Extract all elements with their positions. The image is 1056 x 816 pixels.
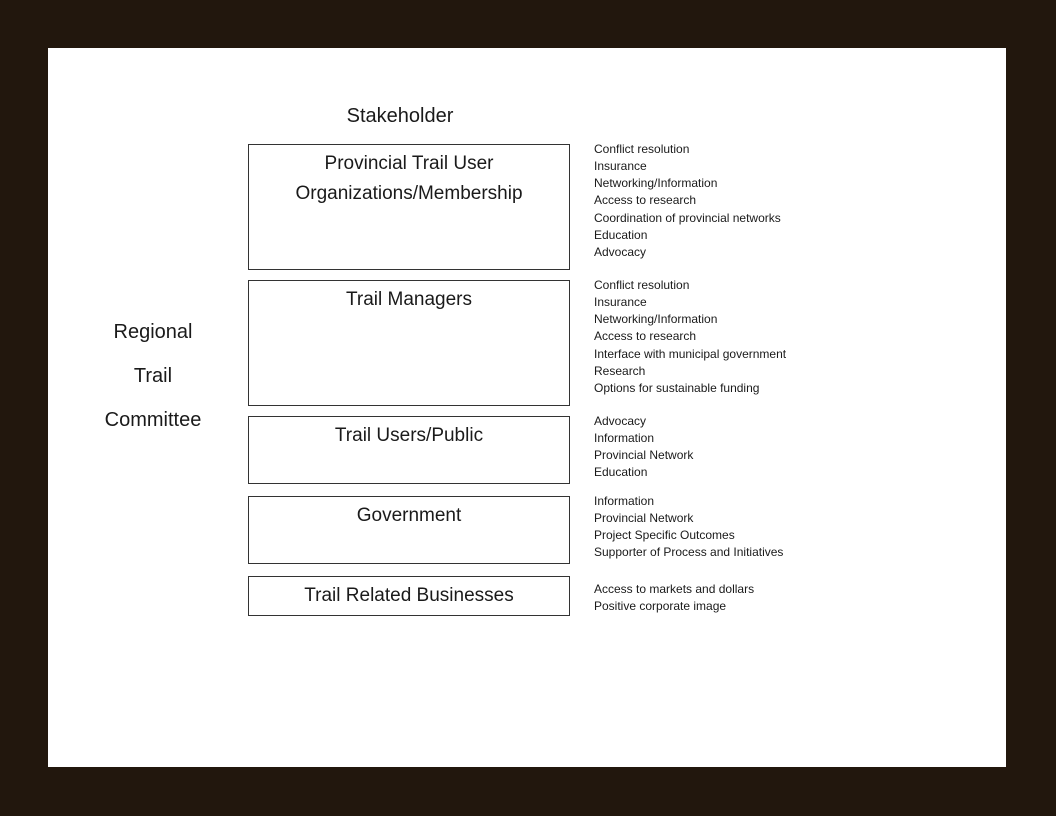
role-item: Advocacy [594, 245, 647, 260]
role-item: Coordination of provincial networks [594, 210, 781, 225]
stakeholder-label: Organizations/Membership [295, 183, 523, 204]
role-item: Education [594, 227, 648, 242]
stakeholder-box-trail-managers: Trail Managers [248, 280, 570, 406]
role-item: Interface with municipal government [594, 346, 787, 361]
role-list-trail-users-public: Advocacy Information Provincial Network … [594, 413, 824, 482]
role-item: Information [594, 430, 655, 445]
role-list-trail-managers: Conflict resolution Insurance Networking… [594, 277, 824, 398]
role-item: Access to research [594, 329, 697, 344]
role-item: Conflict resolution [594, 277, 690, 292]
stakeholder-label: Trail Managers [345, 289, 472, 310]
stakeholder-box-government: Government [248, 496, 570, 564]
role-item: Project Specific Outcomes [594, 528, 735, 543]
role-list-government: Information Provincial Network Project S… [594, 493, 824, 562]
committee-label-line: Committee [104, 409, 202, 431]
role-item: Advocacy [594, 413, 647, 428]
role-item: Information [594, 493, 655, 508]
committee-label-line: Trail [133, 365, 173, 387]
role-item: Options for sustainable funding [594, 381, 760, 396]
role-item: Networking/Information [594, 312, 718, 327]
committee-label-line: Regional [113, 321, 193, 343]
role-item: Conflict resolution [594, 141, 690, 156]
role-item: Education [594, 465, 648, 480]
stakeholder-label: Trail Users/Public [334, 425, 484, 446]
committee-label: Regional Trail Committee [93, 310, 213, 442]
stakeholder-label: Government [356, 505, 462, 526]
stakeholder-label: Trail Related Businesses [304, 585, 514, 606]
role-item: Networking/Information [594, 176, 718, 191]
role-item: Insurance [594, 158, 647, 173]
diagram-title: Stakeholder [346, 105, 454, 127]
stakeholder-box-trail-users-public: Trail Users/Public [248, 416, 570, 484]
role-item: Provincial Network [594, 510, 694, 525]
role-list-provincial-trail-user-organizations: Conflict resolution Insurance Networking… [594, 141, 824, 262]
stakeholder-box-trail-related-businesses: Trail Related Businesses [248, 576, 570, 616]
role-list-trail-related-businesses: Access to markets and dollars Positive c… [594, 581, 824, 616]
stakeholder-box-provincial-trail-user-organizations: Provincial Trail User Organizations/Memb… [248, 144, 570, 270]
role-item: Access to research [594, 193, 697, 208]
role-item: Research [594, 363, 646, 378]
role-item: Insurance [594, 294, 647, 309]
role-item: Supporter of Process and Initiatives [594, 545, 784, 560]
stakeholder-label: Provincial Trail User [324, 153, 494, 174]
role-item: Access to markets and dollars [594, 581, 755, 596]
role-item: Provincial Network [594, 448, 694, 463]
role-item: Positive corporate image [594, 598, 727, 613]
